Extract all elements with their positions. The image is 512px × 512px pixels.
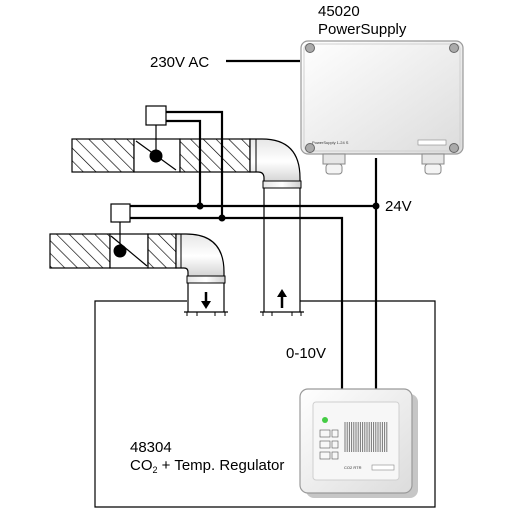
- signal-label: 0-10V: [286, 345, 326, 362]
- power-supply-label: PowerSupply 1-24 S: [312, 140, 349, 145]
- room-outline: [94, 300, 436, 508]
- regulator-code: CO2 RTR: [344, 465, 362, 470]
- symbol-icons: [319, 429, 339, 460]
- airflow-down-arrow-icon: [201, 292, 211, 309]
- lower-duct: [49, 233, 228, 316]
- damper-actuator-icon: [135, 105, 177, 171]
- power-supply-name: PowerSupply: [318, 21, 407, 38]
- wiring: [130, 59, 380, 392]
- sensor-grille-icon: [344, 422, 388, 452]
- power-supply-part-number: 45020: [318, 3, 360, 20]
- airflow-up-arrow-icon: [277, 289, 287, 308]
- input-voltage-label: 230V AC: [150, 54, 209, 71]
- cable-gland-icon: [322, 153, 346, 175]
- regulator-part-number: 48304: [130, 439, 172, 456]
- status-led: [322, 417, 328, 423]
- cable-gland-icon: [421, 153, 445, 175]
- screw-icon: [449, 143, 459, 153]
- output-voltage-label: 24V: [385, 198, 412, 215]
- screw-icon: [305, 143, 315, 153]
- screw-icon: [449, 43, 459, 53]
- screw-icon: [305, 43, 315, 53]
- power-supply-device: PowerSupply 1-24 S: [300, 40, 464, 175]
- regulator-name: CO2 + Temp. Regulator: [130, 457, 284, 475]
- regulator-device: CO2 RTR: [299, 388, 418, 498]
- damper-actuator-icon: [110, 203, 148, 267]
